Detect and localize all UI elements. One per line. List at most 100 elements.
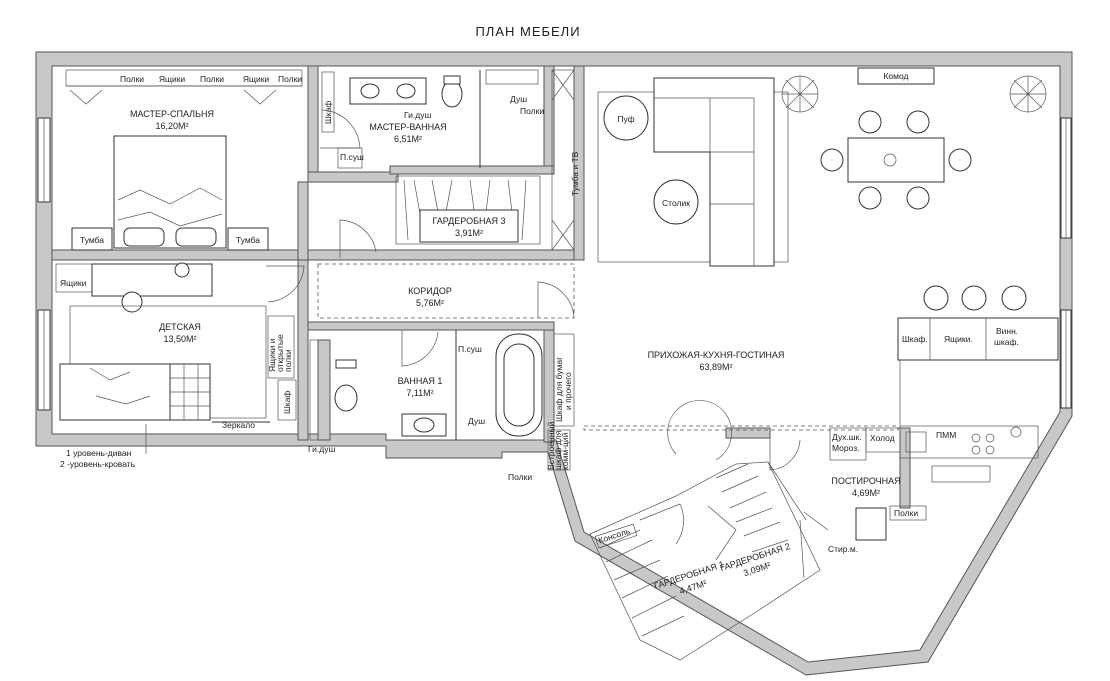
bedroom-drawers-label-2: Ящики	[243, 74, 270, 84]
toilet	[441, 80, 463, 108]
kitchen-island	[897, 317, 1059, 361]
windows	[37, 117, 1072, 411]
kids-shelves-label-2: открытые	[275, 334, 285, 372]
living-name: ПРИХОЖАЯ-КУХНЯ-ГОСТИНАЯ	[648, 350, 785, 360]
coffee-table-label: Столик	[662, 198, 690, 208]
kids-cabinet-label: Шкаф	[282, 391, 292, 414]
bath-cabinet	[321, 71, 335, 133]
master-bath-name: МАСТЕР-ВАННАЯ	[369, 122, 446, 132]
bath1-area: 7,11М²	[406, 388, 433, 398]
wall-bath-right	[543, 65, 555, 175]
nightstand-left	[71, 227, 113, 251]
bath1-name: ВАННАЯ 1	[398, 376, 443, 386]
master-bath: Шкаф Ги.душ МАСТЕР-ВАННАЯ 6,51М² Душ Пол…	[320, 69, 544, 169]
kids-name: ДЕТСКАЯ	[159, 322, 201, 332]
dresser-label: Комод	[883, 71, 908, 81]
bath-1: ВАННАЯ 1 7,11М² П.суш Душ Ги.душ Шкаф дл…	[308, 330, 575, 482]
kids-room: Ящики ДЕТСКАЯ 13,50М² Ящики и открытые п…	[55, 262, 305, 469]
wall-wardrobe3-top	[389, 165, 555, 175]
paper-cabinet-label-1: Шкаф для бумаг	[554, 357, 564, 422]
bedroom-shelves-label: Полки	[120, 74, 144, 84]
corridor: КОРИДОР 5,76М²	[317, 263, 575, 367]
kids-area: 13,50М²	[163, 334, 196, 344]
kids-note-1: 1 уровень-диван	[66, 448, 132, 458]
plant-icon	[1009, 75, 1047, 113]
dresser	[857, 67, 935, 85]
bath-towel-dryer-label: П.суш	[340, 152, 364, 162]
kids-note-2: 2 -уровень-кровать	[60, 459, 136, 469]
wall-kids-right	[297, 259, 309, 441]
plant-icon	[781, 75, 819, 113]
master-bedroom-name: МАСТЕР-СПАЛЬНЯ	[130, 109, 214, 119]
utility-cabinet-label-2: шкаф для	[553, 430, 563, 470]
dishwasher-label: ПММ	[936, 430, 956, 440]
pouf-label: Пуф	[617, 114, 634, 124]
kids-desk	[91, 263, 213, 297]
wine-cabinet-label-2: шкаф.	[994, 337, 1019, 347]
kitchen-drawers-label: Ящики.	[944, 334, 973, 344]
kids-mirror-label: Зеркало	[222, 420, 255, 430]
wall-corridor-bottom	[307, 321, 555, 331]
corridor-name: КОРИДОР	[408, 286, 452, 296]
dining-table	[847, 137, 945, 183]
bath1-toilet	[334, 384, 358, 412]
bath1-towel-dryer-label: П.суш	[458, 344, 482, 354]
kitchen-cabinet-label: Шкаф.	[902, 334, 928, 344]
nightstand-left-label: Тумба	[80, 235, 104, 245]
tv-stand-label: Тумба и ТВ	[570, 151, 580, 196]
washer-label: Стир.м.	[828, 544, 858, 554]
wall-bath-bottom	[307, 171, 399, 183]
wardrobe-3: ГАРДЕРОБНАЯ 3 3,91М² Тумба и ТВ	[395, 69, 580, 251]
bedroom-shelves-label-3: Полки	[278, 74, 302, 84]
bath-shower-head-label: Ги.душ	[404, 110, 431, 120]
wardrobe3-name: ГАРДЕРОБНАЯ 3	[433, 216, 506, 226]
wine-cabinet-label-1: Винн.	[996, 326, 1018, 336]
bath1-shower-label: Душ	[468, 416, 485, 426]
interior-walls	[51, 65, 911, 509]
corridor-area: 5,76М²	[416, 298, 444, 308]
wardrobe3-area: 3,91М²	[455, 228, 483, 238]
utility-cabinet-label-1: Встроенный	[546, 422, 556, 470]
kids-shelves-label-1: Ящики и	[267, 338, 277, 372]
kids-chair	[121, 291, 143, 313]
paper-cabinet-label-2: и прочего	[563, 372, 573, 410]
laundry-name: ПОСТИРОЧНАЯ	[831, 476, 900, 486]
pillow-left	[123, 227, 165, 247]
pillow-right	[175, 227, 217, 247]
wall-bath1-left	[317, 339, 331, 441]
kids-drawers-label: Ящики	[60, 278, 87, 288]
washer	[855, 507, 887, 541]
wall-bedroom-kids	[51, 249, 309, 261]
coffee-table	[653, 179, 699, 225]
wall-bedroom-right	[297, 181, 309, 261]
master-bedroom-area: 16,20М²	[155, 121, 188, 131]
master-bath-area: 6,51М²	[394, 134, 422, 144]
bath-cabinet-label: Шкаф	[323, 101, 333, 124]
wall-bedroom-bath	[307, 65, 319, 183]
oven-label-2: Мороз.	[832, 443, 860, 453]
master-bedroom: Полки Ящики Полки Ящики Полки МАСТЕР-СПА…	[65, 69, 377, 258]
kids-sofa-bed	[59, 363, 171, 421]
laundry-shelves-label: Полки	[894, 508, 918, 518]
kids-shelves-label-3: полки	[283, 349, 293, 372]
bedroom-shelves-label-2: Полки	[200, 74, 224, 84]
bedroom-drawers-label: Ящики	[159, 74, 186, 84]
utility-cabinet-label-3: комм-ций	[560, 432, 570, 470]
entry-door	[667, 400, 733, 461]
laundry: ПОСТИРОЧНАЯ 4,69М² Полки Стир.м.	[799, 465, 991, 579]
bath-shelves-label: Полки	[520, 106, 544, 116]
wall-wardrobe-top	[725, 427, 771, 439]
nightstand-right-label: Тумба	[236, 235, 260, 245]
laundry-area: 4,69М²	[852, 488, 880, 498]
hall-shelves-label: Полки	[508, 472, 532, 482]
bath1-shower-head-label: Ги.душ	[308, 444, 335, 454]
pouf	[603, 95, 649, 141]
fridge-label: Холод	[870, 433, 895, 443]
nightstand-right	[227, 227, 269, 251]
living-room: Пуф Столик Комод ПРИХОЖАЯ-КУХНЯ-ГОСТИНАЯ…	[583, 67, 1059, 471]
living-area: 63,89М²	[699, 362, 732, 372]
wall-laundry-left	[899, 427, 911, 509]
sofa	[653, 77, 775, 267]
wall-corridor-top	[307, 249, 585, 261]
